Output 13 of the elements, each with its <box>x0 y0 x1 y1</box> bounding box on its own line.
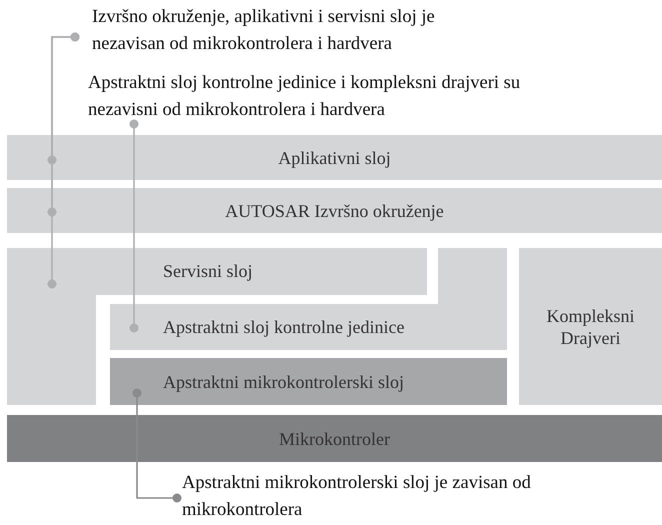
layer-label: Servisni sloj <box>163 260 253 282</box>
layer-label: AUTOSAR Izvršno okruženje <box>224 200 445 222</box>
annotation-text: Apstraktni sloj kontrolne jedinice i kompleksni drajveri su nezavisni od mikrokontrolera i hardvera <box>88 72 522 122</box>
layer-label: Aplikativni sloj <box>277 146 392 168</box>
layer-label: Mikrokontroler <box>278 428 391 450</box>
layer-label: Kompleksni Drajveri <box>546 304 636 348</box>
layer-label: Apstraktni mikrokontrolerski sloj <box>163 370 404 392</box>
leader-line <box>48 32 80 288</box>
annotation-text: Izvršno okruženje, aplikativni i servisni sloj je nezavisan od mikrokontrolera i hardvera <box>92 6 436 56</box>
annotation-text: Apstraktni mikrokontrolerski sloj je zavisan od mikrokontrolera <box>182 472 532 522</box>
leader-line <box>132 388 182 502</box>
layer-label: Apstraktni sloj kontrolne jedinice <box>163 316 404 338</box>
leader-line <box>130 120 138 332</box>
